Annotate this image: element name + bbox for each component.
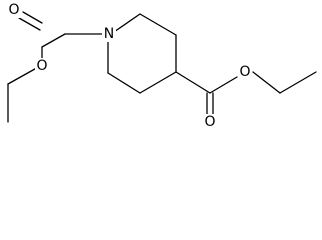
bond-carbonyl-oether <box>209 76 238 94</box>
bond-c-ch2 <box>41 33 66 48</box>
atom-ether-oxygen-right: O <box>238 64 252 80</box>
bond-c2-c3 <box>139 13 177 36</box>
bond-c4-c5 <box>139 71 177 94</box>
ether-oxygen-right-label: O <box>239 64 250 80</box>
nitrogen-label: N <box>104 26 114 42</box>
bond-c-o-double-b <box>18 17 41 31</box>
molecule-structure: N O O O O <box>7 2 317 130</box>
carbonyl-oxygen-left-label: O <box>8 2 19 18</box>
bond-c-o-double-a <box>22 11 43 24</box>
atom-ether-oxygen-left: O <box>35 58 49 74</box>
bond-oether-ch2-right <box>252 71 281 94</box>
atom-nitrogen: N <box>102 26 116 42</box>
atom-carbonyl-oxygen-right: O <box>203 114 217 130</box>
ether-oxygen-left-label: O <box>36 58 47 74</box>
bond-c4-carbonyl <box>175 71 211 94</box>
bond-c5-c6 <box>107 72 141 94</box>
carbonyl-oxygen-right-label: O <box>204 114 215 130</box>
bond-ch2-ch3-right <box>279 71 317 94</box>
atom-carbonyl-oxygen-left: O <box>7 2 21 18</box>
